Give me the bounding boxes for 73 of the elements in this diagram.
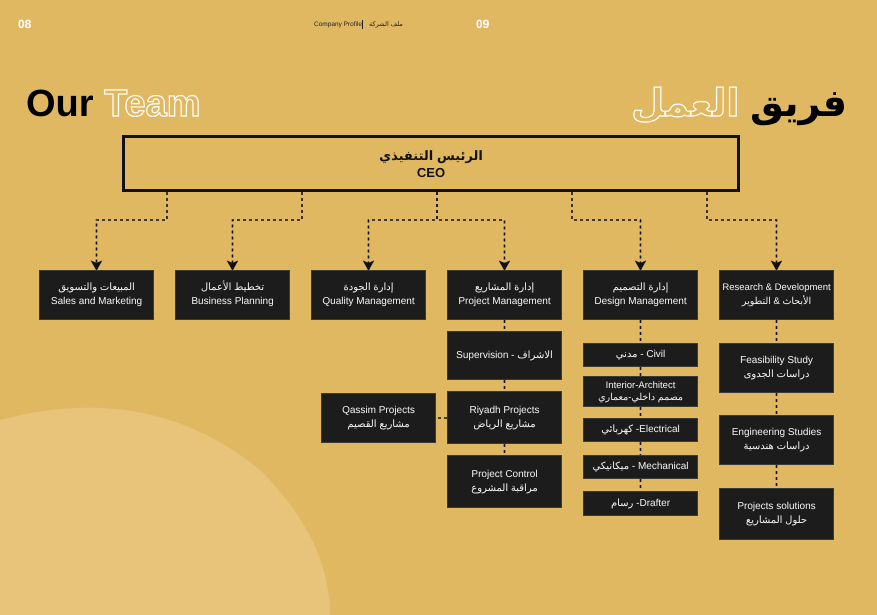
node-label: Supervision - الاشراف — [456, 348, 553, 362]
department-box — [583, 343, 698, 367]
department-box — [447, 391, 562, 444]
arrow — [706, 192, 782, 270]
department-box — [583, 491, 698, 516]
department-box — [719, 415, 834, 465]
page-title: فريق العمل — [631, 82, 847, 126]
node-label: تخطيط الأعمال — [200, 281, 264, 295]
node-label: Project Management — [458, 295, 551, 309]
department-box — [321, 393, 436, 443]
department-box — [447, 331, 562, 380]
node-label: دراسات الجدوى — [744, 368, 810, 382]
node-label: الرئيس التنفيذي — [379, 146, 483, 164]
connector-line — [776, 320, 778, 343]
node-label: Design Management — [594, 295, 687, 309]
department-box — [311, 270, 426, 320]
node-label: Riyadh Projects — [469, 404, 540, 418]
department-box — [447, 455, 562, 508]
department-box — [583, 376, 698, 407]
arrow — [571, 192, 646, 270]
department-box — [447, 270, 562, 320]
node-label: المبيعات والتسويق — [58, 281, 135, 295]
node-label: Feasibility Study — [740, 354, 813, 368]
node-label: CEO — [416, 164, 446, 180]
connector-line — [776, 465, 778, 488]
page-number: 08 — [18, 17, 32, 31]
node-label: Business Planning — [191, 295, 274, 309]
department-box — [583, 270, 698, 320]
connector-line — [640, 320, 642, 343]
node-label: Projects solutions — [737, 500, 816, 514]
arrow — [227, 192, 303, 270]
node-label: مصمم داخلي-معماري — [598, 392, 683, 404]
node-label: Project Control — [471, 468, 538, 482]
node-label: إدارة التصميم — [612, 281, 668, 295]
node-label: Quality Management — [322, 295, 415, 309]
department-box — [39, 270, 154, 320]
node-label: إدارة المشاريع — [474, 281, 534, 295]
node-label: الأبحاث & التطوير — [742, 295, 812, 309]
node-label: كهربائي -Electrical — [601, 423, 680, 437]
arrow — [91, 192, 168, 270]
node-label: Qassim Projects — [342, 404, 415, 418]
department-box — [583, 455, 698, 479]
node-label: Sales and Marketing — [50, 295, 142, 309]
page-number: 09 — [476, 17, 490, 31]
connector-line — [640, 442, 642, 455]
department-box — [175, 270, 290, 320]
executive-box — [122, 135, 740, 192]
connector-line — [436, 417, 447, 419]
connector-line — [640, 407, 642, 418]
connector-line — [504, 380, 506, 391]
node-label: ميكانيكي - Mechanical — [592, 460, 689, 474]
department-box — [583, 418, 698, 442]
connector-line — [640, 367, 642, 376]
connector-line — [504, 444, 506, 455]
node-label: رسام -Drafter — [610, 496, 670, 510]
arrow — [436, 192, 510, 270]
node-label: دراسات هندسية — [744, 440, 810, 454]
node-label: Research & Development — [722, 281, 831, 295]
node-label: مراقبة المشروع — [471, 482, 538, 496]
node-label: حلول المشاريع — [746, 514, 808, 528]
node-label: مدني - Civil — [616, 348, 666, 362]
node-label: مشاريع القصيم — [347, 418, 410, 432]
node-label: Interior-Architect — [606, 380, 676, 392]
department-box — [719, 270, 834, 320]
department-box — [719, 343, 834, 393]
page-title: Our Team — [26, 82, 201, 126]
department-box — [719, 488, 834, 540]
node-label: إدارة الجودة — [344, 281, 394, 295]
connector-line — [504, 320, 506, 331]
node-label: مشاريع الرياض — [473, 418, 536, 432]
connector-line — [776, 393, 778, 415]
node-label: Engineering Studies — [732, 426, 822, 440]
connector-line — [640, 479, 642, 491]
